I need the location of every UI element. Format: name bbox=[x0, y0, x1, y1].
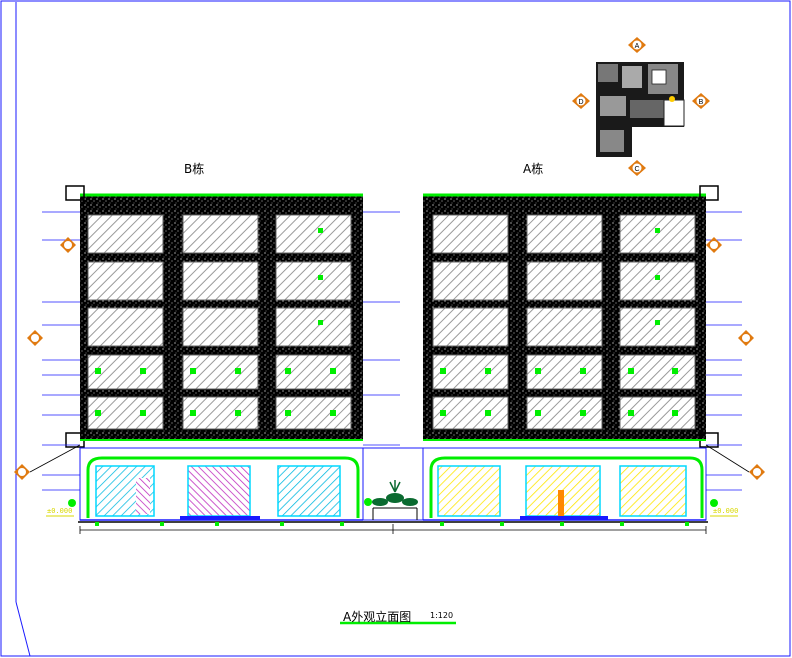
section-marker-right-2 bbox=[738, 330, 754, 346]
level-tags-left bbox=[42, 211, 80, 491]
marker-a-label: A bbox=[635, 43, 640, 50]
section-marker-left-1 bbox=[60, 237, 76, 253]
building-b-windows bbox=[87, 214, 352, 430]
storefront-a bbox=[422, 447, 707, 521]
marker-b-label: B bbox=[699, 99, 704, 106]
section-marker-right-1 bbox=[706, 237, 722, 253]
building-a-elevation bbox=[423, 185, 719, 448]
level-tags-center bbox=[363, 211, 400, 446]
key-plan bbox=[596, 62, 685, 157]
drawing-title: A外观立面图 bbox=[343, 610, 412, 624]
section-marker-left-2 bbox=[27, 330, 43, 346]
section-marker-left-3 bbox=[14, 464, 30, 480]
storefront-b bbox=[79, 447, 364, 521]
drawing-scale: 1:120 bbox=[430, 611, 454, 620]
marker-c-label: C bbox=[634, 166, 639, 173]
marker-a: A bbox=[628, 37, 646, 53]
level-left-label: ±0.000 bbox=[47, 507, 73, 515]
level-right-label: ±0.000 bbox=[713, 507, 739, 515]
central-connector bbox=[362, 447, 424, 521]
marker-c: C bbox=[628, 160, 646, 176]
plant-icon bbox=[372, 480, 418, 506]
marker-d: D bbox=[572, 93, 590, 109]
marker-b: B bbox=[692, 93, 710, 109]
building-b-elevation bbox=[65, 185, 363, 448]
marker-d-label: D bbox=[578, 99, 583, 106]
dimension-line bbox=[79, 524, 707, 534]
building-a-label: A栋 bbox=[523, 162, 544, 176]
section-marker-right-3 bbox=[749, 464, 765, 480]
building-b-label: B栋 bbox=[184, 162, 205, 176]
